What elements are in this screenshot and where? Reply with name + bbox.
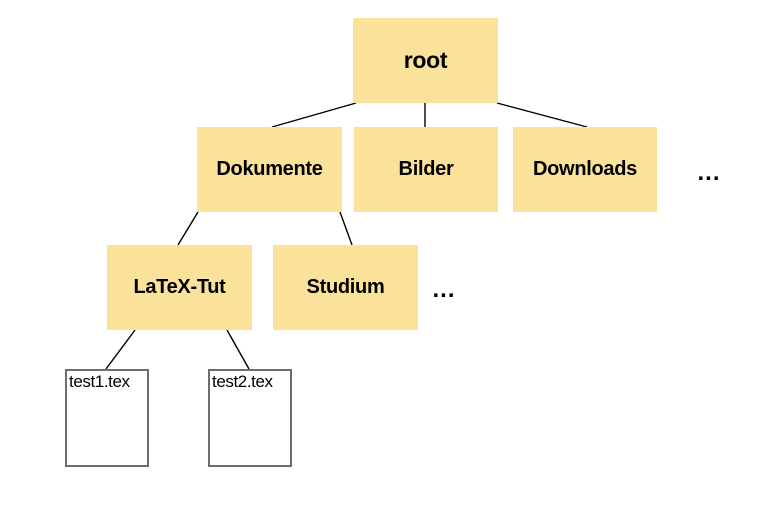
node-root-label: root: [403, 47, 448, 73]
ellipsis-level1: ...: [689, 161, 729, 185]
edge-root-dokumente: [271, 102, 357, 128]
ellipsis-level2: ...: [424, 278, 464, 302]
edge-dokumente-latextut: [177, 211, 199, 246]
node-test1-tex: test1.tex: [65, 369, 149, 467]
node-studium: Studium: [273, 245, 418, 330]
node-latex-tut-label: LaTeX-Tut: [133, 276, 226, 298]
edge-dokumente-studium: [339, 211, 353, 246]
node-studium-label: Studium: [306, 276, 385, 298]
node-bilder: Bilder: [354, 127, 498, 212]
node-downloads: Downloads: [513, 127, 657, 212]
node-bilder-label: Bilder: [398, 158, 454, 180]
ellipsis-level1-label: ...: [697, 159, 721, 186]
node-root: root: [353, 18, 498, 103]
node-test2-tex-label: test2.tex: [212, 372, 273, 391]
node-dokumente-label: Dokumente: [216, 158, 323, 180]
node-downloads-label: Downloads: [533, 158, 637, 180]
node-test1-tex-label: test1.tex: [69, 372, 130, 391]
node-test2-tex: test2.tex: [208, 369, 292, 467]
edge-latextut-test1: [105, 329, 136, 370]
node-dokumente: Dokumente: [197, 127, 342, 212]
edge-root-downloads: [496, 102, 588, 128]
node-latex-tut: LaTeX-Tut: [107, 245, 252, 330]
edge-latextut-test2: [226, 329, 250, 370]
ellipsis-level2-label: ...: [432, 276, 456, 303]
